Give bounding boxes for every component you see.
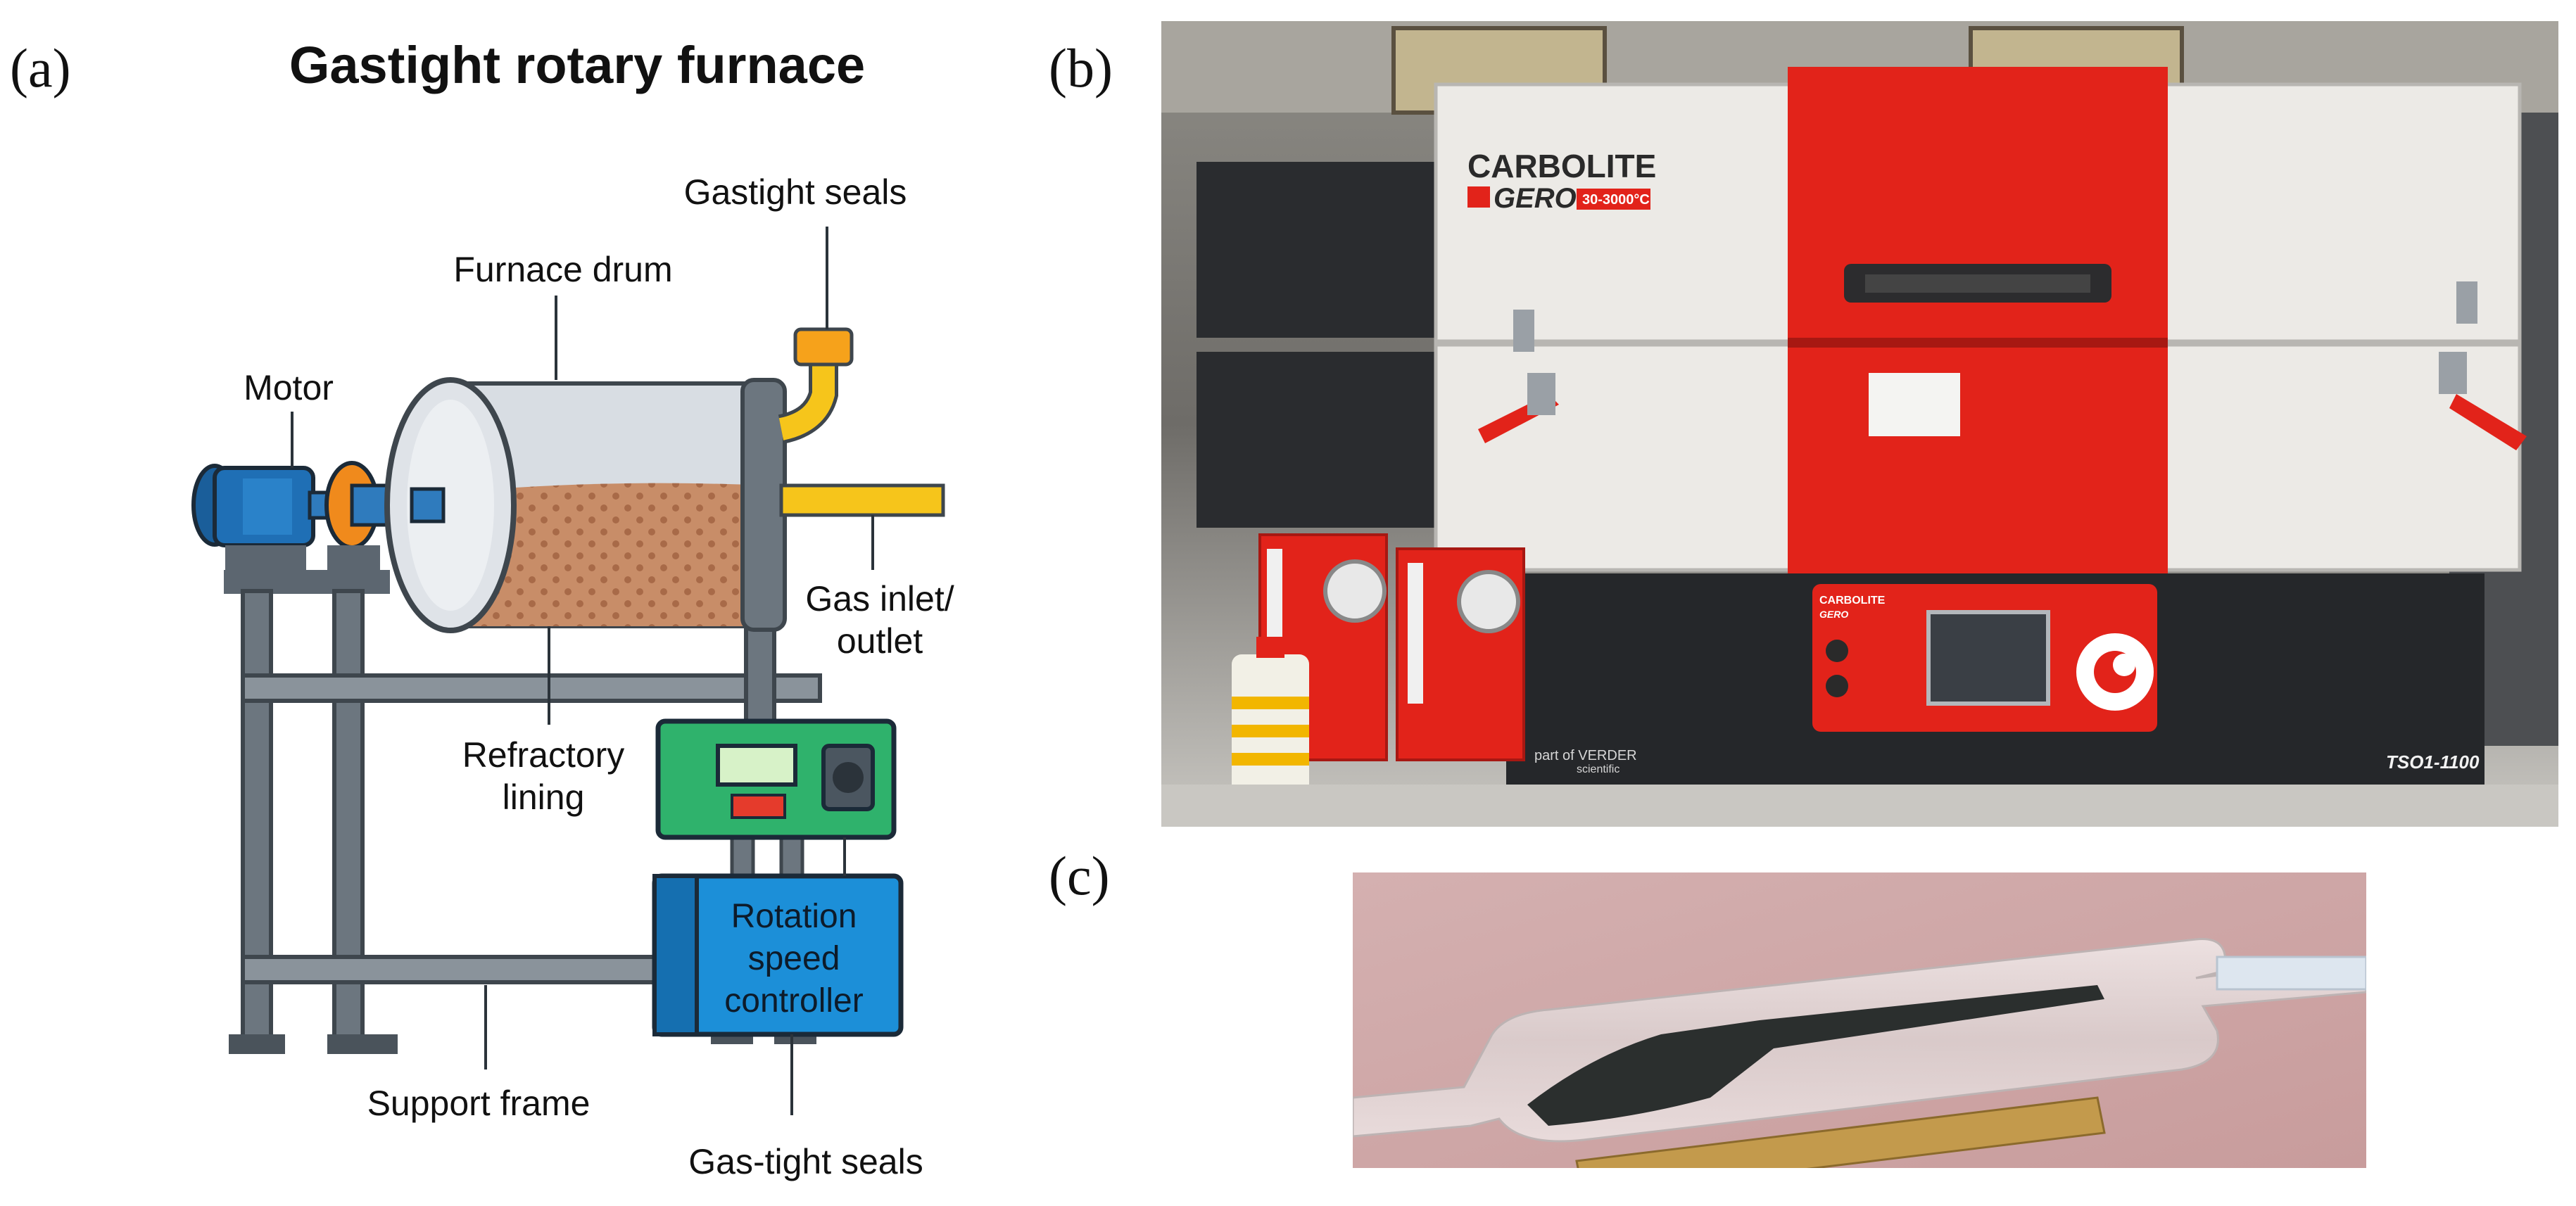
temp-range: 30-3000°C bbox=[1582, 192, 1650, 208]
label-controller-2: speed bbox=[748, 940, 840, 977]
motor bbox=[191, 464, 340, 572]
control-box bbox=[655, 718, 897, 840]
model-number: TSO1-1100 bbox=[2386, 751, 2480, 773]
label-gas-inlet-2: outlet bbox=[837, 621, 923, 661]
label-gastight-seals-top: Gastight seals bbox=[684, 172, 907, 212]
panel-a-letter: (a) bbox=[10, 37, 71, 99]
panel-c-photo bbox=[1353, 872, 2366, 1168]
panel-a-title: Gastight rotary furnace bbox=[289, 36, 865, 94]
gas-pipe bbox=[778, 327, 945, 517]
label-controller-1: Rotation bbox=[731, 898, 857, 935]
brand-gero: GERO bbox=[1494, 183, 1577, 214]
scientific: scientific bbox=[1577, 763, 1620, 775]
panel-brand-2: GERO bbox=[1819, 609, 1848, 620]
furnace-drum bbox=[384, 377, 787, 633]
label-refractory-1: Refractory bbox=[462, 735, 625, 775]
label-controller-3: controller bbox=[724, 982, 863, 1020]
label-refractory-2: lining bbox=[503, 777, 585, 817]
label-support-frame: Support frame bbox=[367, 1084, 591, 1123]
label-gas-tight-seals-bottom: Gas-tight seals bbox=[688, 1142, 923, 1181]
support-frame bbox=[224, 570, 822, 1054]
panel-b-photo: CARBOLITE GERO 30-3000°C CARBOLITE GERO bbox=[1161, 21, 2558, 827]
leader-lines bbox=[291, 227, 874, 1115]
rotation-speed-controller bbox=[652, 873, 904, 1037]
brand-carbolite: CARBOLITE bbox=[1467, 148, 1656, 184]
label-furnace-drum: Furnace drum bbox=[453, 250, 672, 289]
part-of-verder: part of VERDER bbox=[1534, 748, 1637, 763]
panel-brand: CARBOLITE bbox=[1819, 595, 1886, 607]
panel-b-letter: (b) bbox=[1049, 37, 1113, 99]
label-motor: Motor bbox=[244, 368, 334, 407]
label-gas-inlet-1: Gas inlet/ bbox=[805, 579, 954, 618]
panel-a-diagram: Gastight rotary furnace bbox=[191, 36, 954, 1181]
panel-c-letter: (c) bbox=[1049, 845, 1110, 906]
